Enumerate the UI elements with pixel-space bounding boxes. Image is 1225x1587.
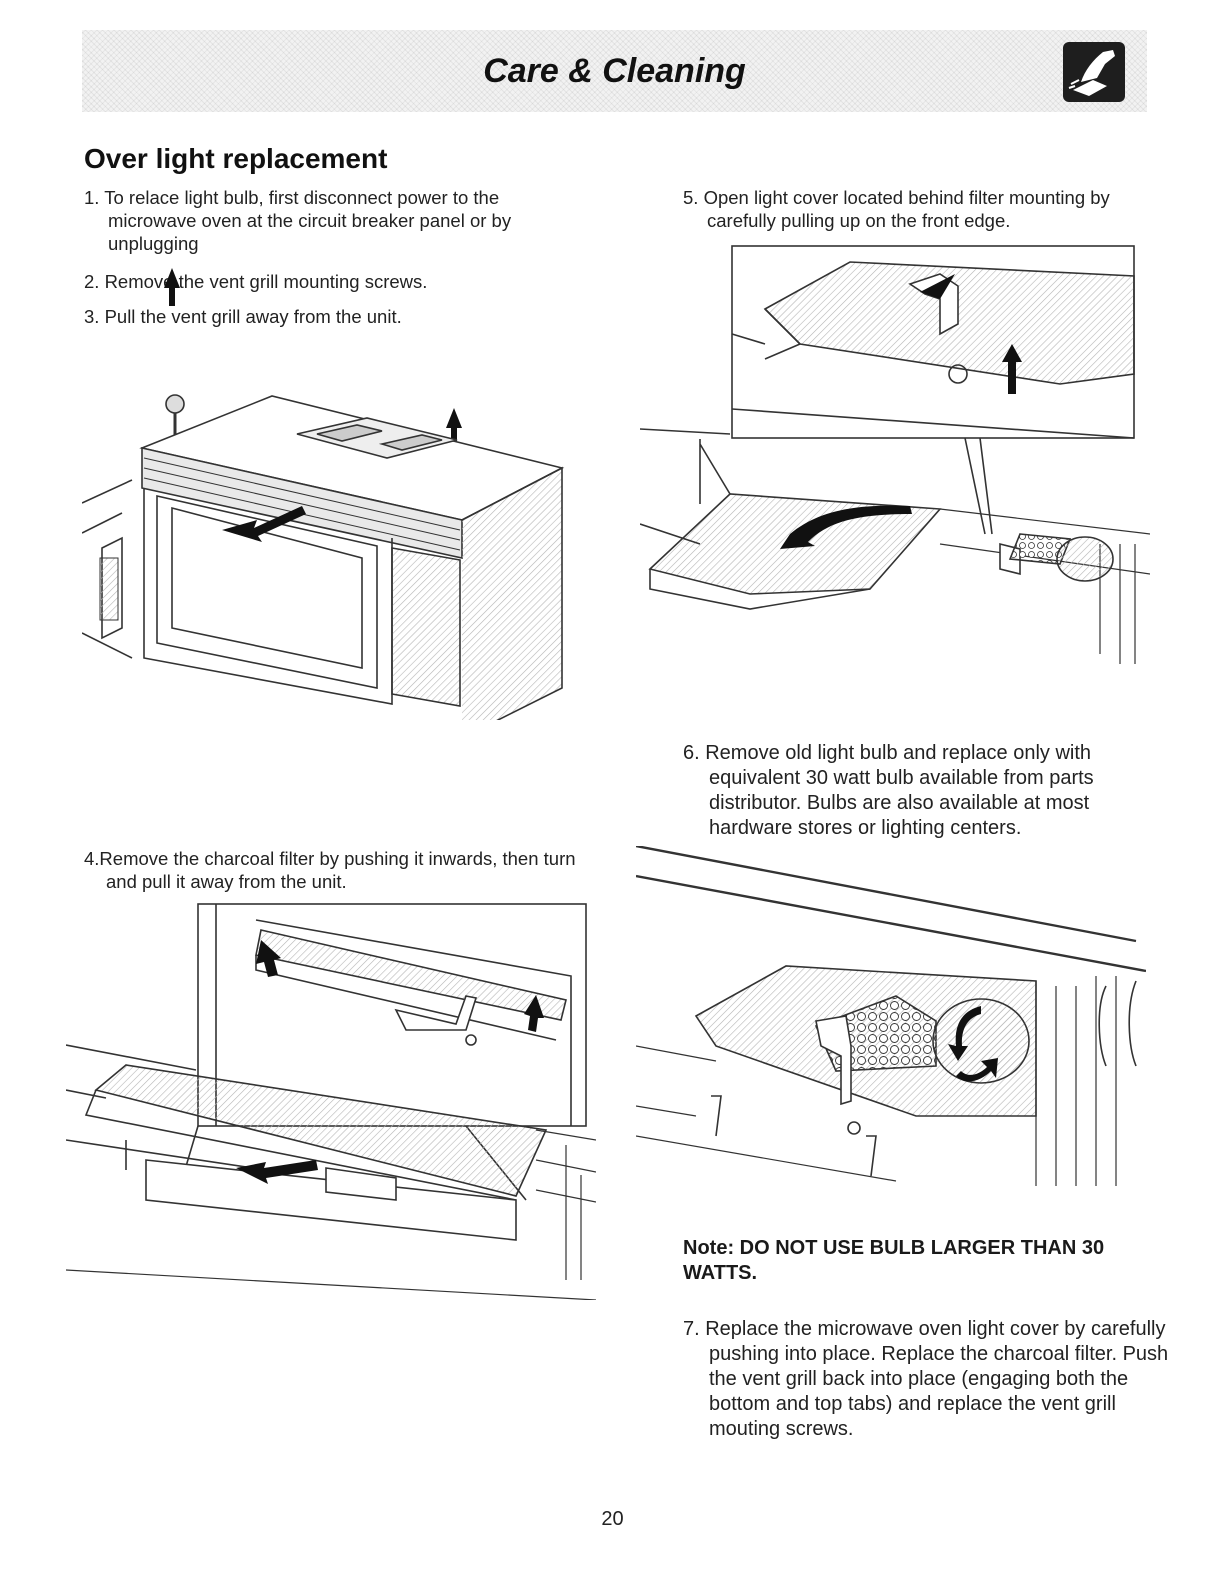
figure-light-cover — [639, 244, 1151, 668]
figure-light-bulb — [635, 844, 1147, 1186]
step-5: 5. Open light cover located behind filte… — [683, 187, 1110, 231]
step-3: 3. Pull the vent grill away from the uni… — [84, 306, 402, 327]
step-6: 6. Remove old light bulb and replace onl… — [683, 742, 1094, 839]
figure-vent-grill — [81, 258, 572, 739]
note-warning: Note: DO NOT USE BULB LARGER THAN 30 WAT… — [683, 1237, 1105, 1284]
step-4: 4.Remove the charcoal filter by pushing … — [84, 848, 576, 892]
section-title: Over light replacement — [84, 143, 388, 174]
hand-wiping-icon — [1063, 42, 1125, 102]
header-banner: Care & Cleaning — [82, 30, 1147, 112]
step-1: 1. To relace light bulb, first disconnec… — [84, 187, 512, 254]
page-header-title: Care & Cleaning — [483, 52, 746, 90]
page-number: 20 — [601, 1508, 624, 1530]
figure-charcoal-filter — [65, 900, 597, 1301]
step-7: 7. Replace the microwave oven light cove… — [683, 1318, 1169, 1440]
